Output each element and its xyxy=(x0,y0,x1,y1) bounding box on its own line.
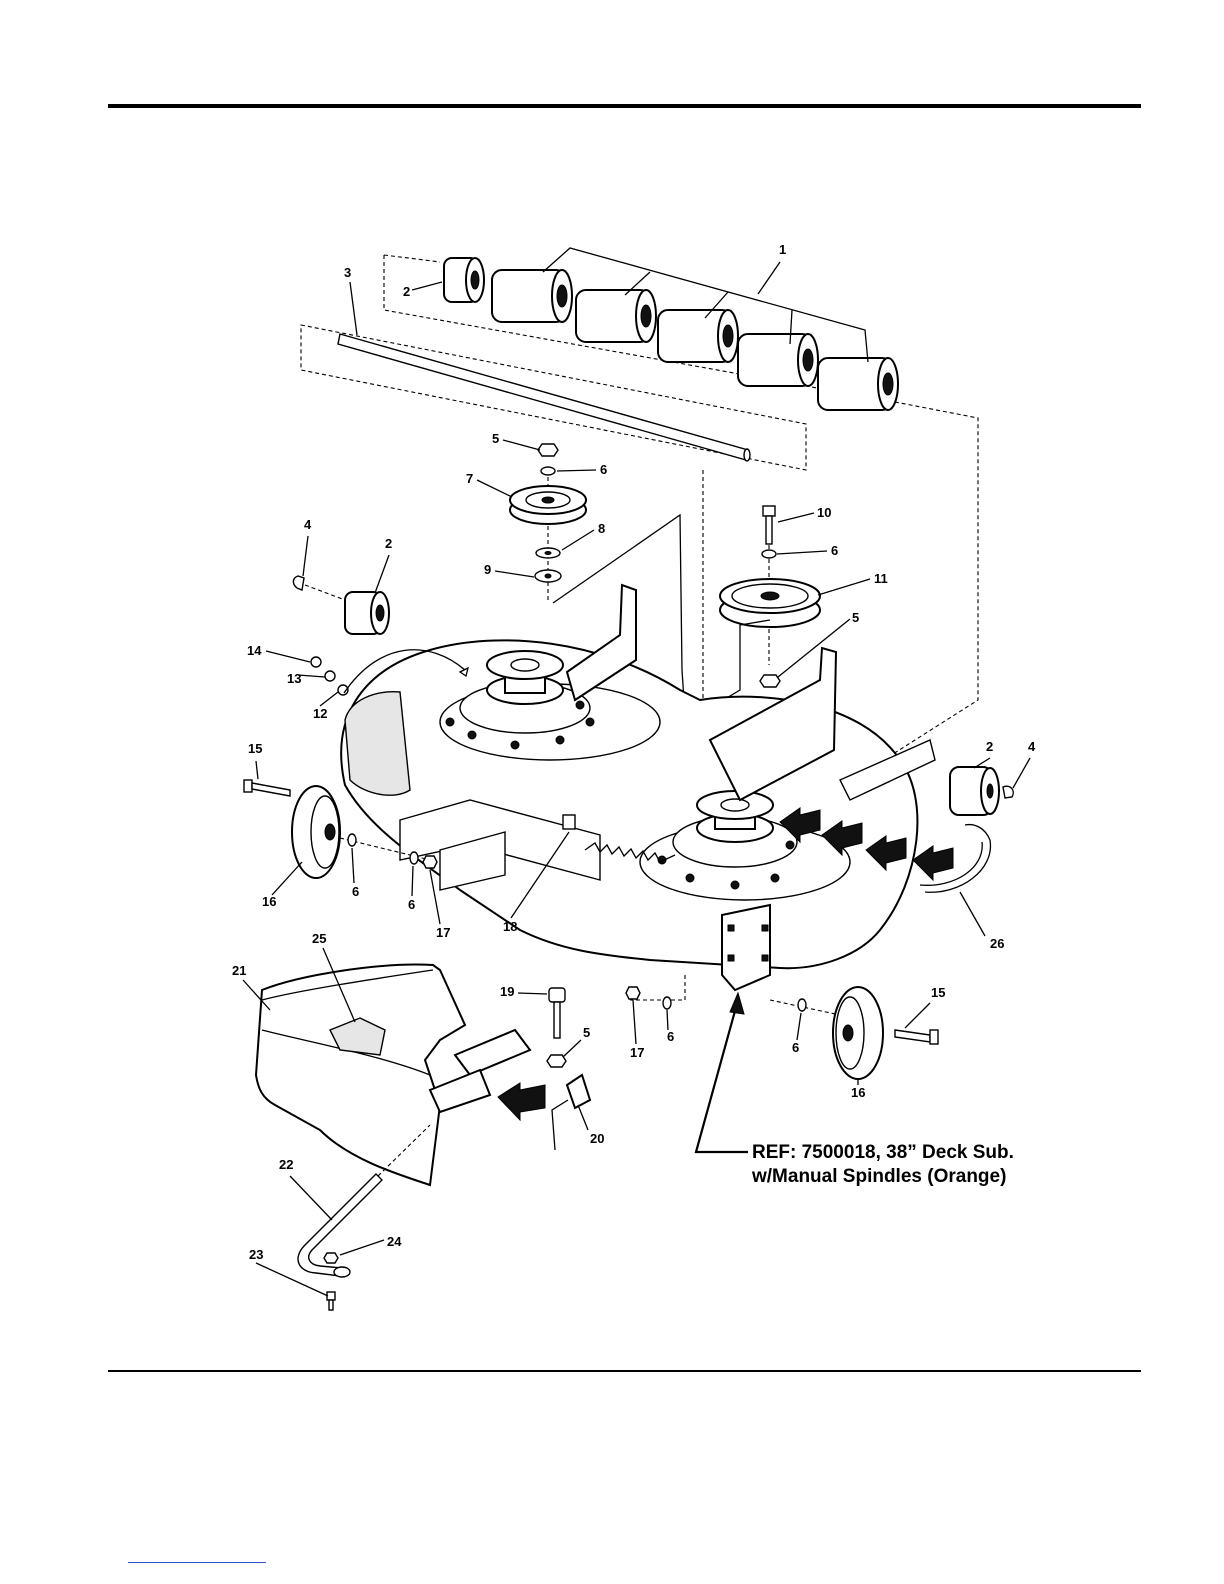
bolt-head-icon xyxy=(930,1030,938,1044)
washer-icon xyxy=(348,834,356,846)
callout-4: 4 xyxy=(304,517,312,532)
callout-11: 11 xyxy=(874,571,888,586)
callout-3: 3 xyxy=(344,265,351,280)
callout-2: 2 xyxy=(385,536,392,551)
callout-5: 5 xyxy=(492,431,499,446)
roller-small-icon xyxy=(444,258,484,302)
callout-6: 6 xyxy=(352,884,359,899)
callout-19: 19 xyxy=(500,984,514,999)
bolt-head-icon xyxy=(763,506,775,516)
callout-24: 24 xyxy=(387,1234,402,1249)
callout-7: 7 xyxy=(466,471,473,486)
clip-icon xyxy=(293,576,304,590)
roller-icon xyxy=(658,310,738,362)
callout-17: 17 xyxy=(436,925,450,940)
callout-26: 26 xyxy=(990,936,1004,951)
callout-16: 16 xyxy=(851,1085,865,1100)
callout-16: 16 xyxy=(262,894,276,909)
washer-icon xyxy=(762,550,776,558)
nut-icon xyxy=(538,444,558,456)
chute-hinge-hardware xyxy=(547,988,590,1150)
callout-10: 10 xyxy=(817,505,831,520)
torsion-spring-icon xyxy=(567,1075,590,1108)
callout-5: 5 xyxy=(583,1025,590,1040)
discharge-chute xyxy=(256,965,530,1185)
washer-icon xyxy=(410,852,418,864)
roller-icon xyxy=(738,334,818,386)
callout-13: 13 xyxy=(287,671,301,686)
callout-12: 12 xyxy=(313,706,327,721)
callout-5: 5 xyxy=(852,610,859,625)
clip-icon xyxy=(1003,786,1013,798)
roller-icon xyxy=(492,270,572,322)
right-gauge-wheel xyxy=(626,975,938,1079)
bolt-head-icon xyxy=(244,780,252,792)
callout-25: 25 xyxy=(312,931,326,946)
callout-15: 15 xyxy=(931,985,945,1000)
callout-8: 8 xyxy=(598,521,605,536)
callout-15: 15 xyxy=(248,741,262,756)
callout-6: 6 xyxy=(792,1040,799,1055)
bolt-head-icon xyxy=(327,1292,335,1300)
callout-2: 2 xyxy=(986,739,993,754)
nut-icon xyxy=(324,1253,338,1263)
roller-icon xyxy=(576,290,656,342)
callout-18: 18 xyxy=(503,919,517,934)
washer-icon xyxy=(541,467,555,475)
washer-icon xyxy=(798,999,806,1011)
callout-21: 21 xyxy=(232,963,246,978)
callout-6: 6 xyxy=(667,1029,674,1044)
washer-icon xyxy=(311,657,321,667)
callout-6: 6 xyxy=(831,543,838,558)
roller-icon xyxy=(818,358,898,410)
washer-icon xyxy=(325,671,335,681)
callout-4: 4 xyxy=(1028,739,1036,754)
callout-2: 2 xyxy=(403,284,410,299)
hinge-pin-head-icon xyxy=(549,988,565,1002)
right-rear-roller xyxy=(950,767,1013,815)
callout-23: 23 xyxy=(249,1247,263,1262)
reference-note-line-1: REF: 7500018, 38” Deck Sub. xyxy=(752,1142,1014,1163)
grease-fitting-icon xyxy=(563,815,575,829)
reference-note-line-2: w/Manual Spindles (Orange) xyxy=(751,1166,1006,1187)
nut-icon xyxy=(760,675,780,687)
callout-6: 6 xyxy=(408,897,415,912)
callout-1: 1 xyxy=(779,242,786,257)
callout-17: 17 xyxy=(630,1045,644,1060)
callout-22: 22 xyxy=(279,1157,293,1172)
ref-arrow xyxy=(696,993,748,1152)
callout-6: 6 xyxy=(600,462,607,477)
callout-20: 20 xyxy=(590,1131,604,1146)
nut-icon xyxy=(626,987,640,999)
callout-9: 9 xyxy=(484,562,491,577)
mower-deck xyxy=(341,585,935,990)
right-pulley-stack xyxy=(720,506,820,687)
washer-icon xyxy=(663,997,671,1009)
callout-14: 14 xyxy=(247,643,262,658)
nut-icon xyxy=(423,856,437,868)
